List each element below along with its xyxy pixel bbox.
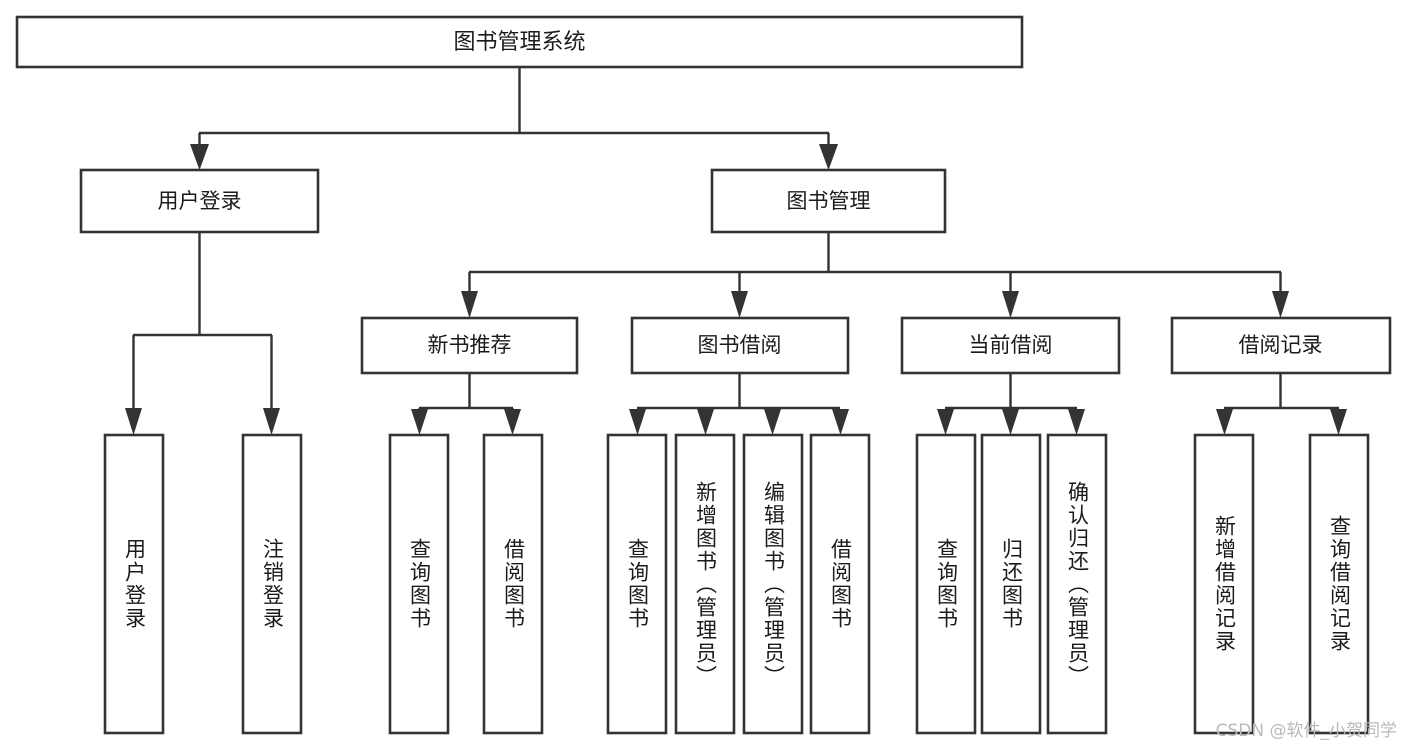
arrow-head-icon [263, 408, 280, 435]
arrow-head-icon [832, 409, 849, 435]
leaf-box-borrow-record-0[interactable] [1193, 433, 1255, 735]
arrow-head-icon [1272, 291, 1289, 318]
node-current-borrow-box[interactable] [900, 316, 1121, 375]
arrow-head-icon [764, 409, 781, 435]
arrow-head-icon [125, 408, 142, 435]
leaf-box-current-borrow-0[interactable] [915, 433, 977, 735]
connector-group-current-borrow [937, 373, 1085, 435]
node-borrow-record[interactable]: 借阅记录 [1170, 316, 1392, 375]
connector-group-new-book [411, 373, 521, 435]
arrow-head-icon [819, 144, 838, 170]
arrow-head-icon [504, 409, 521, 435]
node-root[interactable]: 图书管理系统 [15, 15, 1024, 69]
leaf-box-book-borrow-0[interactable] [606, 433, 668, 735]
leaf-box-user-login-0[interactable] [103, 433, 165, 735]
arrow-head-icon [731, 291, 748, 318]
leaf-box-borrow-record-1[interactable] [1308, 433, 1370, 735]
leaf-box-book-borrow-2[interactable] [742, 433, 804, 735]
leaf-box-new-book-0[interactable] [388, 433, 450, 735]
leaf-box-new-book-1[interactable] [482, 433, 544, 735]
node-new-book-recommend-label: 新书推荐 [428, 333, 512, 357]
node-root-box[interactable] [15, 15, 1024, 69]
node-user-login-label: 用户登录 [158, 189, 242, 213]
connector-group-user-login [125, 232, 280, 435]
node-current-borrow-label: 当前借阅 [969, 333, 1053, 357]
leaf-box-current-borrow-1[interactable] [980, 433, 1042, 735]
node-current-borrow[interactable]: 当前借阅 [900, 316, 1121, 375]
arrow-head-icon [1330, 409, 1347, 435]
connector-group-root [190, 67, 838, 170]
node-user-login[interactable]: 用户登录 [79, 168, 320, 234]
arrow-head-icon [461, 291, 478, 318]
leaf-box-book-borrow-3[interactable] [809, 433, 871, 735]
arrow-head-icon [629, 409, 646, 435]
leaf-box-current-borrow-2[interactable] [1046, 433, 1108, 735]
node-book-borrow-box[interactable] [630, 316, 850, 375]
connector-group-book-manage [461, 232, 1289, 318]
node-borrow-record-box[interactable] [1170, 316, 1392, 375]
node-new-book-recommend[interactable]: 新书推荐 [360, 316, 579, 375]
arrow-head-icon [190, 144, 209, 170]
arrow-head-icon [1068, 409, 1085, 435]
arrow-head-icon [937, 409, 954, 435]
arrow-head-icon [1002, 291, 1019, 318]
connector-group-borrow-record [1216, 373, 1347, 435]
node-borrow-record-label: 借阅记录 [1239, 333, 1323, 357]
arrow-head-icon [697, 409, 714, 435]
node-root-label: 图书管理系统 [453, 30, 585, 55]
leaf-box-user-login-1[interactable] [241, 433, 303, 735]
node-user-login-box[interactable] [79, 168, 320, 234]
connector-group-book-borrow [629, 373, 849, 435]
node-book-manage[interactable]: 图书管理 [710, 168, 947, 234]
arrow-head-icon [1216, 409, 1233, 435]
leaf-box-book-borrow-1[interactable] [674, 433, 736, 735]
node-book-manage-label: 图书管理 [787, 189, 871, 213]
arrow-head-icon [1002, 409, 1019, 435]
node-book-borrow-label: 图书借阅 [698, 333, 782, 357]
node-book-manage-box[interactable] [710, 168, 947, 234]
arrow-head-icon [411, 409, 428, 435]
node-book-borrow[interactable]: 图书借阅 [630, 316, 850, 375]
node-new-book-recommend-box[interactable] [360, 316, 579, 375]
